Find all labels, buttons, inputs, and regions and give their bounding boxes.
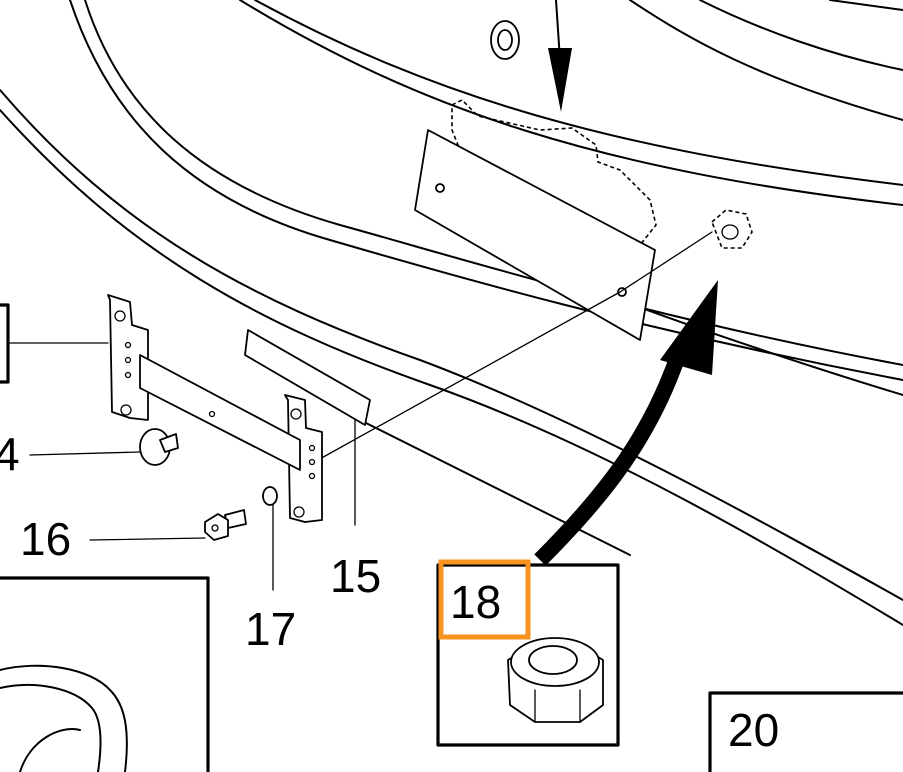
inset-box-20: [708, 691, 903, 772]
inset-box-bottom-left: [0, 576, 210, 772]
frame-left-top: [0, 303, 10, 384]
body-hole: [490, 20, 520, 60]
highlight-box-18: [438, 559, 531, 640]
direction-arrow-down: [548, 0, 572, 112]
license-plate-panel: [414, 129, 656, 341]
callout-20: 20: [728, 704, 779, 756]
screw-part: [204, 509, 247, 541]
leader-line-nut: [619, 231, 713, 293]
body-nut: [711, 209, 753, 249]
bracket-crossbar: [139, 354, 301, 471]
inset-box-18: [436, 559, 620, 747]
nut-part: [507, 637, 604, 723]
bracket-left: [107, 294, 149, 421]
callout-17: 17: [245, 603, 296, 655]
clip-part: [139, 428, 179, 466]
callout-18: 18: [450, 576, 501, 628]
callout-15: 15: [330, 550, 381, 602]
washer-part: [262, 486, 278, 506]
callout-14: 4: [0, 428, 20, 480]
leader-line-screw: [299, 291, 621, 471]
foam-strip: [244, 329, 371, 426]
plate-position-outline: [451, 99, 657, 246]
leader-14: [29, 451, 141, 456]
callout-16: 16: [20, 513, 71, 565]
body-panel-outline: [0, 0, 903, 626]
curved-arrow: [534, 280, 718, 566]
leader-16: [89, 537, 206, 541]
